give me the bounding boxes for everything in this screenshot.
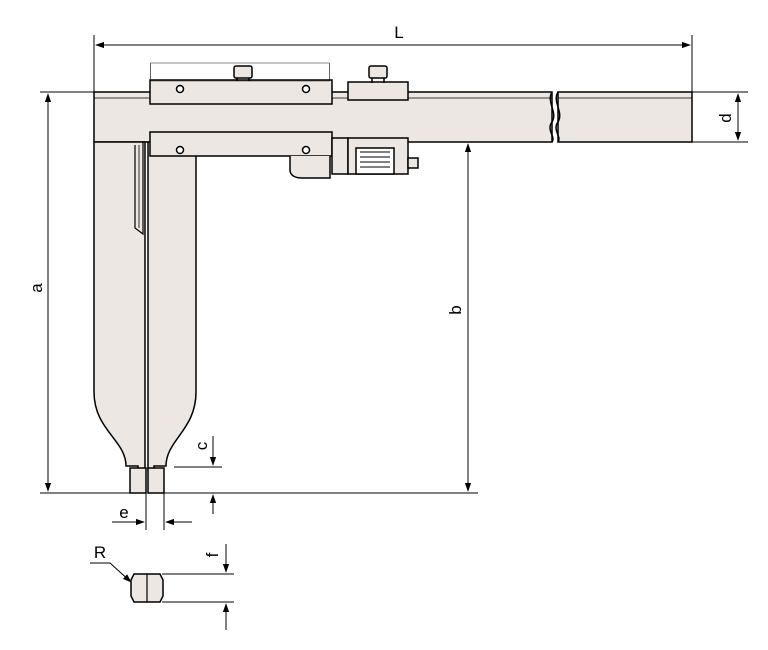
dimension-e: [112, 493, 192, 530]
label-L: L: [394, 23, 403, 42]
tip-section-detail: [130, 573, 164, 603]
dimension-c: [164, 436, 222, 514]
label-a: a: [27, 283, 46, 293]
upper-slider: [149, 62, 409, 105]
clamp-screw-right: [368, 65, 388, 83]
label-R: R: [94, 543, 106, 562]
jaw-tips: [129, 467, 165, 494]
label-e: e: [119, 503, 128, 522]
radius-R-leader: [90, 562, 132, 583]
fine-adjust-unit: [331, 137, 419, 175]
label-c: c: [192, 441, 211, 450]
dimension-d: [692, 91, 748, 143]
fixed-jaw: [93, 141, 146, 471]
dimension-b: [164, 143, 478, 494]
label-d: d: [716, 113, 735, 122]
clamp-screw-left: [233, 65, 253, 81]
dimension-f: [162, 544, 234, 630]
label-f: f: [203, 552, 222, 557]
dimension-L: [93, 35, 693, 92]
dimension-a: [40, 91, 130, 494]
label-b: b: [446, 305, 465, 314]
lower-slider: [149, 131, 333, 179]
movable-jaw: [147, 141, 197, 471]
beam-break: [549, 91, 561, 143]
